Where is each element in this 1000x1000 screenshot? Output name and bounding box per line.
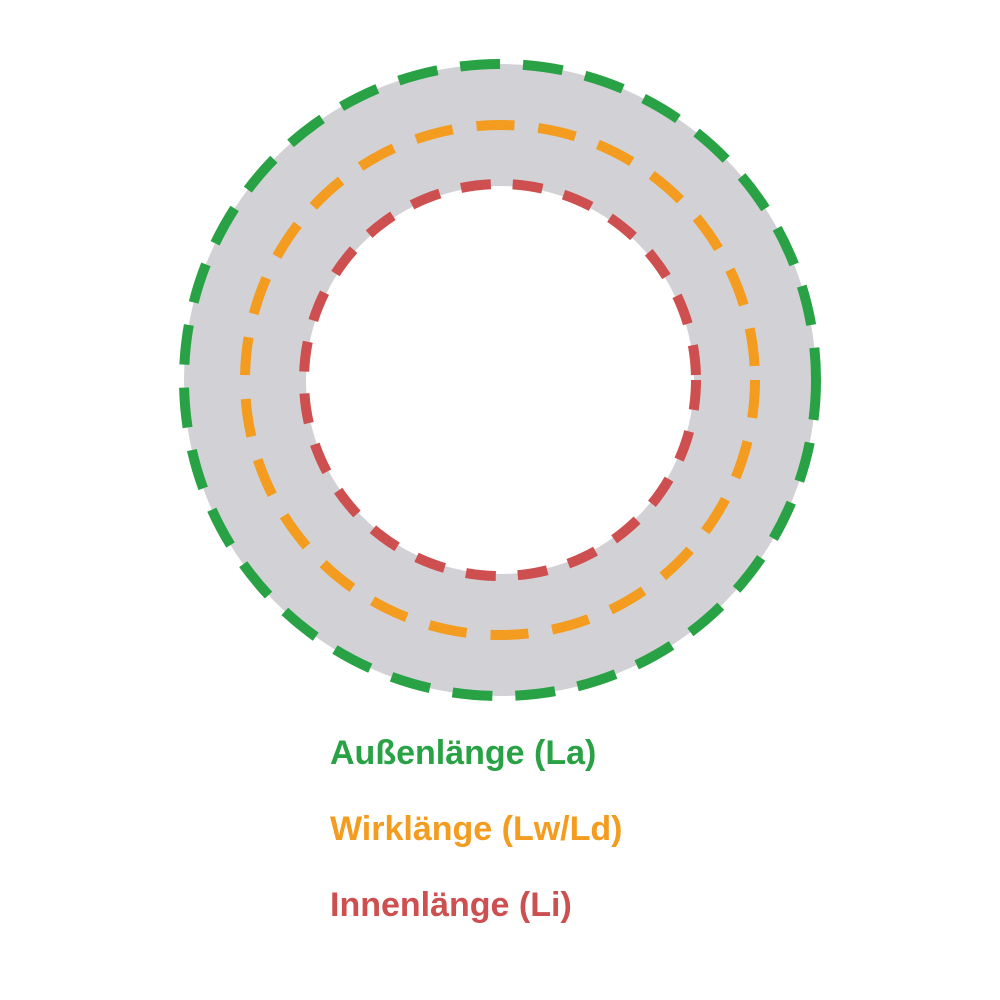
- effective-length-label: Wirklänge (Lw/Ld): [330, 809, 623, 848]
- inner-length-circle: [299, 179, 701, 581]
- outer-length-label: Außenlänge (La): [330, 734, 597, 772]
- inner-length-label: Innenlänge (Li): [330, 885, 572, 924]
- belt-diagram-svg: [179, 59, 821, 701]
- legend: Außenlänge (La) Wirklänge (Lw/Ld) Innenl…: [330, 733, 622, 960]
- outer-length-circle: [179, 59, 821, 701]
- effective-length-circle: [240, 120, 760, 640]
- belt-length-diagram: [179, 59, 821, 701]
